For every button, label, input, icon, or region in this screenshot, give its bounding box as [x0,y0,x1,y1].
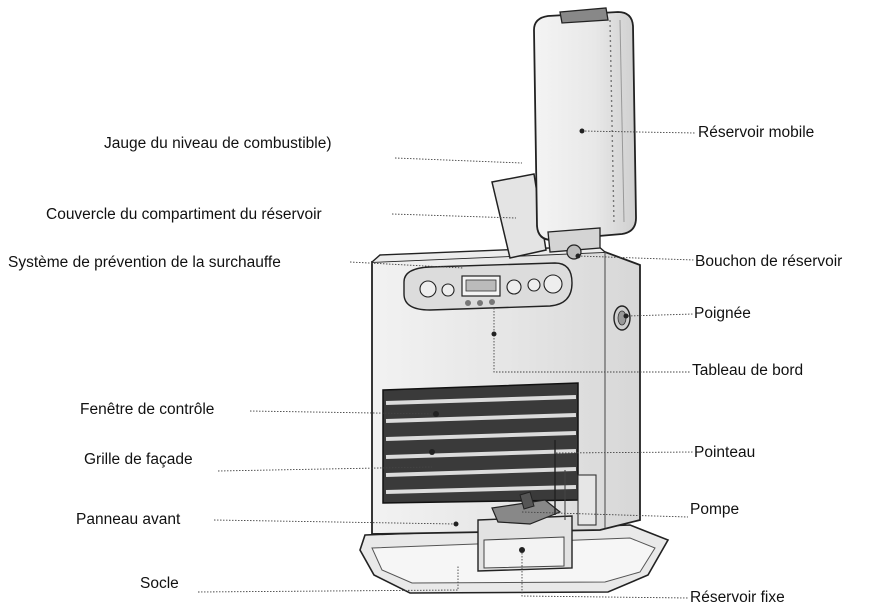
label-front-grille: Grille de façade [84,451,193,468]
label-base: Socle [140,575,179,592]
label-pump: Pompe [690,501,740,518]
label-mobile-tank: Réservoir mobile [698,124,815,141]
front-grille [382,382,579,504]
label-needle: Pointeau [694,444,756,461]
fixed-tank-compartment [477,440,597,572]
label-control-window: Fenêtre de contrôle [80,401,215,418]
label-handle: Poignée [694,305,751,322]
label-dashboard: Tableau de bord [692,362,804,379]
control-panel [403,262,573,311]
leader-dots [429,128,629,553]
side-handle [613,305,631,331]
mobile-tank [533,7,637,260]
label-tank-cover: Couvercle du compartiment du réservoir [46,206,322,223]
label-fuel-gauge: Jauge du niveau de combustible) [104,135,332,152]
tank-compartment-cover [491,173,547,259]
label-fixed-tank: Réservoir fixe [690,589,785,606]
label-overheat-system: Système de prévention de la surchauffe [8,254,281,271]
label-tank-cap: Bouchon de réservoir [695,253,843,270]
label-front-panel: Panneau avant [76,511,181,528]
leader-lines [197,130,696,599]
